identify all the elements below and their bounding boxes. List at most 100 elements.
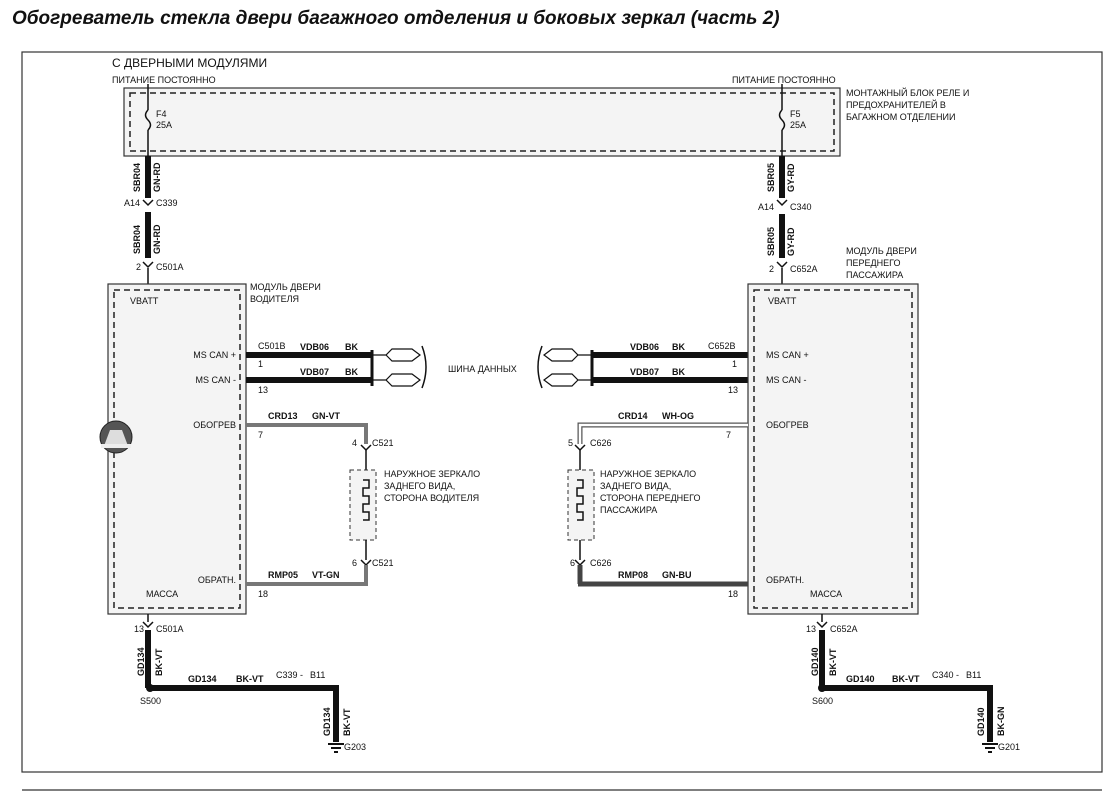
left-gnd-v-code: GD134 [136,647,146,676]
left-gnd-conn2-pin: B11 [310,670,325,680]
right-wire2-color: GY-RD [786,227,796,256]
left-conn1-pin: A14 [124,198,140,208]
left-pin-vbatt: VBATT [130,296,159,306]
left-gnd-h-color: BK-VT [236,674,264,684]
right-gnd-conn2-sep: - [956,670,959,680]
right-conn2-symbol [776,261,788,269]
left-gnd-name: C501A [156,624,184,634]
left-can-conn: C501B [258,341,286,351]
right-can-l-color: BK [672,367,685,377]
right-gnd-conn [816,621,828,629]
left-mirror-label-2: ЗАДНЕГО ВИДА, [384,481,455,491]
right-can-conn: C652B [708,341,736,351]
left-pin-gnd: МАССА [146,589,178,599]
right-conn1-name: C340 [790,202,812,212]
right-gnd-conn2-pin: B11 [966,670,981,680]
right-heat-wire [578,423,748,444]
right-mirror-label-4: ПАССАЖИРА [600,505,657,515]
left-mirror-bottom-name: C521 [372,558,394,568]
right-mirror-label-3: СТОРОНА ПЕРЕДНЕГО [600,493,701,503]
left-can-l-arrow [372,373,421,387]
right-mirror-bottom-conn [574,559,586,567]
right-mirror-heater-element-icon [576,479,584,521]
right-heat-pin: 7 [726,430,731,440]
left-mirror-label-3: СТОРОНА ВОДИТЕЛЯ [384,493,479,503]
left-can-l-code: VDB07 [300,367,329,377]
left-conn2-pin: 2 [136,262,141,272]
right-ret-color: GN-BU [662,570,692,580]
right-mirror-bottom-name: C626 [590,558,612,568]
fuse-f4-symbol [144,109,152,131]
fuse-box-label-3: БАГАЖНОМ ОТДЕЛЕНИИ [846,112,955,122]
left-pin-can-l: MS CAN - [196,375,237,385]
right-pin-ret: ОБРАТН. [766,575,804,585]
right-gnd-v-color: BK-VT [828,648,838,676]
left-can-h-color: BK [345,342,358,352]
right-can-h-pin: 1 [732,359,737,369]
right-gnd-v-code: GD140 [810,647,820,676]
left-wire2-color: GN-RD [152,224,162,254]
right-conn1-pin: A14 [758,202,774,212]
right-conn2-pin: 2 [769,264,774,274]
left-can-l-color: BK [345,367,358,377]
left-wire2-code: SBR04 [132,225,142,254]
left-gnd-pin: 13 [134,624,144,634]
fuse-box [123,87,841,157]
page-title: Обогреватель стекла двери багажного отде… [12,8,780,29]
left-mirror-bottom-pin: 6 [352,558,357,568]
fuse-box-dash [129,92,835,152]
left-can-l-pin: 13 [258,385,268,395]
right-pin-can-h: MS CAN + [766,350,809,360]
left-gnd-v2-code: GD134 [322,707,332,736]
left-mirror-label-1: НАРУЖНОЕ ЗЕРКАЛО [384,469,480,479]
fuse-f4-name: F4 [156,109,167,119]
right-gnd-h-color: BK-VT [892,674,920,684]
left-can-h-code: VDB06 [300,342,329,352]
right-ground-icon [982,743,998,753]
right-module-label-1: МОДУЛЬ ДВЕРИ [846,246,917,256]
right-splice-name: S600 [812,696,833,706]
right-conn2-name: C652A [790,264,818,274]
right-gnd-pin: 13 [806,624,816,634]
left-conn1-name: C339 [156,198,178,208]
right-wire1-code: SBR05 [766,163,776,192]
left-heat-code: CRD13 [268,411,298,421]
fuse-f4-rating: 25A [156,120,172,130]
left-gnd-conn2-sep: - [300,670,303,680]
right-can-h-code: VDB06 [630,342,659,352]
left-mirror-heater-element-icon [362,479,370,521]
right-mirror-label-1: НАРУЖНОЕ ЗЕРКАЛО [600,469,696,479]
left-gnd-v2-color: BK-VT [342,708,352,736]
right-module-label-2: ПЕРЕДНЕГО [846,258,900,268]
left-ground-name: G203 [344,742,366,752]
left-ret-color: VT-GN [312,570,340,580]
right-mirror-bottom-pin: 6 [570,558,575,568]
right-wire2-code: SBR05 [766,227,776,256]
right-can-l-pin: 13 [728,385,738,395]
left-module-label-1: МОДУЛЬ ДВЕРИ [250,282,321,292]
right-gnd-v2-color: BK-GN [996,707,1006,737]
left-gnd-v-color: BK-VT [154,648,164,676]
left-door-module [107,283,247,615]
fuse-box-label-1: МОНТАЖНЫЙ БЛОК РЕЛЕ И [846,87,969,98]
right-pin-vbatt: VBATT [768,296,797,306]
right-mirror-top-conn [574,444,586,452]
right-can-h-arrow [543,348,592,362]
right-mirror-top-pin: 5 [568,438,573,448]
right-gnd-v2-code: GD140 [976,707,986,736]
left-ret-pin: 18 [258,589,268,599]
left-conn2-name: C501A [156,262,184,272]
right-ground-name: G201 [998,742,1020,752]
right-wire1-color: GY-RD [786,163,796,192]
left-mirror-bottom-conn [360,559,372,567]
left-conn2-symbol [142,261,154,269]
left-can-h-arrow [372,348,421,362]
right-conn1-symbol [776,199,788,207]
right-bus-bracket [537,345,543,389]
left-splice-name: S500 [140,696,161,706]
left-door-module-dash [113,289,241,609]
left-wire1-code: SBR04 [132,163,142,192]
left-gnd-h-code: GD134 [188,674,217,684]
right-door-module-dash [753,289,913,609]
